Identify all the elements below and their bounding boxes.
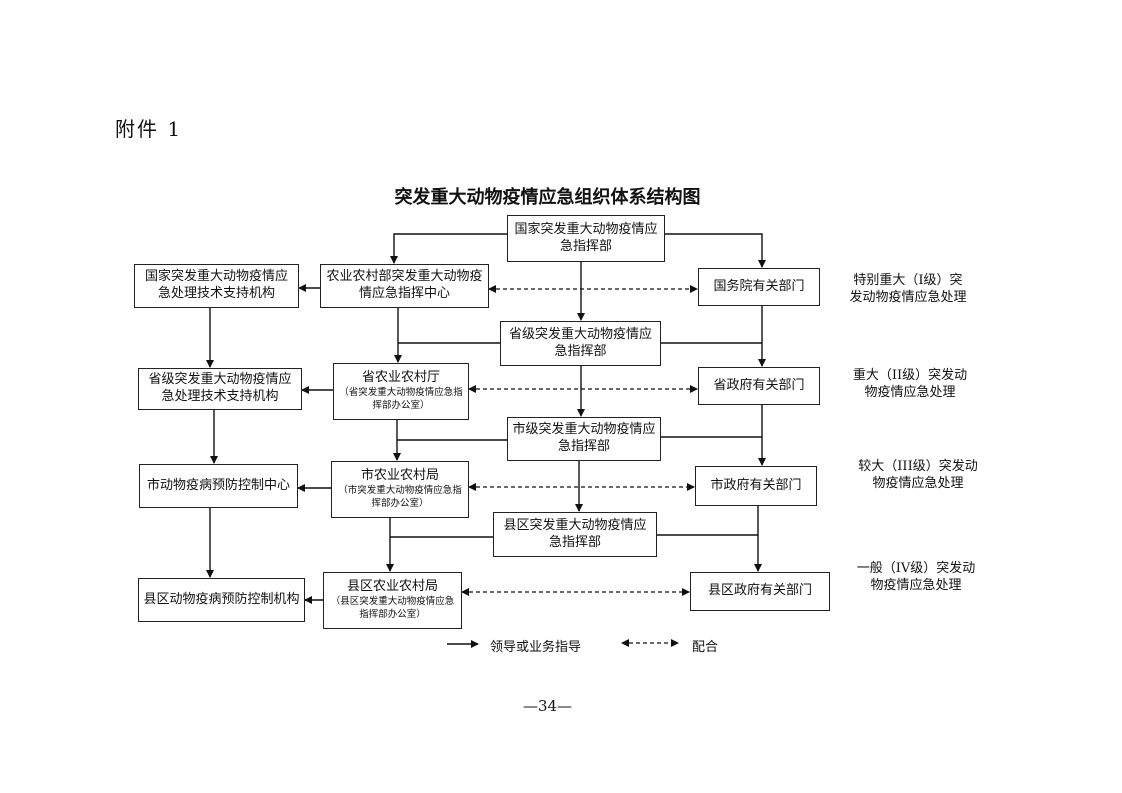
node-national-tech-label: 国家突发重大动物疫情应急处理技术支持机构 <box>144 269 288 301</box>
node-national-hq-label: 国家突发重大动物疫情应急指挥部 <box>514 221 658 254</box>
node-county-cdc-label: 县区动物疫病预防控制机构 <box>143 591 300 607</box>
diagram-title: 突发重大动物疫情应急组织体系结构图 <box>394 187 701 208</box>
node-county-agri-sub: （县区突发重大动物疫情应急指挥部办公室） <box>330 596 455 620</box>
node-county-gov-depts: 县区政府有关部门 <box>690 572 830 611</box>
node-city-hq: 市级突发重大动物疫情应急指挥部 <box>507 417 661 461</box>
edge-national-to-moa <box>390 233 507 264</box>
node-national-hq: 国家突发重大动物疫情应急指挥部 <box>507 215 665 262</box>
node-city-hq-label: 市级突发重大动物疫情应急指挥部 <box>512 422 656 454</box>
node-moa-center-label: 农业农村部突发重大动物疫情应急指挥中心 <box>326 269 483 301</box>
node-county-agri-label: 县区农业农村局 <box>346 579 438 595</box>
node-provincial-hq-label: 省级突发重大动物疫情应急指挥部 <box>508 326 652 359</box>
node-provincial-gov-depts-label: 省政府有关部门 <box>713 377 805 393</box>
level-4-label: 一般（IV级）突发动物疫情应急处理 <box>856 561 976 593</box>
node-city-agri-label: 市农业农村局 <box>360 468 439 484</box>
node-provincial-hq: 省级突发重大动物疫情应急指挥部 <box>500 321 661 366</box>
node-state-council-depts-label: 国务院有关部门 <box>713 278 805 294</box>
node-city-agri-sub: （市突发重大动物疫情应急指挥部办公室） <box>338 485 462 509</box>
node-provincial-tech-label: 省级突发重大动物疫情应急处理技术支持机构 <box>148 372 292 404</box>
node-city-cdc-label: 市动物疫病预防控制中心 <box>146 477 290 493</box>
node-city-gov-depts-label: 市政府有关部门 <box>710 477 802 493</box>
level-1-label: 特别重大（I级）突发动物疫情应急处理 <box>849 273 967 305</box>
node-city-gov-depts: 市政府有关部门 <box>695 466 817 506</box>
attachment-label: 附件 1 <box>115 117 183 141</box>
node-county-hq: 县区突发重大动物疫情应急指挥部 <box>493 512 657 557</box>
node-provincial-agri: 省农业农村厅 （省突发重大动物疫情应急指挥部办公室） <box>333 363 469 420</box>
node-national-tech: 国家突发重大动物疫情应急处理技术支持机构 <box>134 264 299 308</box>
page-number: —34— <box>522 697 573 715</box>
node-provincial-tech: 省级突发重大动物疫情应急处理技术支持机构 <box>138 368 302 410</box>
node-provincial-agri-label: 省农业农村厅 <box>361 370 440 386</box>
node-county-cdc: 县区动物疫病预防控制机构 <box>138 578 305 622</box>
node-state-council-depts: 国务院有关部门 <box>698 268 820 306</box>
node-provincial-agri-sub: （省突发重大动物疫情应急指挥部办公室） <box>339 387 463 411</box>
node-county-hq-label: 县区突发重大动物疫情应急指挥部 <box>503 517 647 550</box>
node-city-cdc: 市动物疫病预防控制中心 <box>139 464 298 508</box>
node-county-agri: 县区农业农村局 （县区突发重大动物疫情应急指挥部办公室） <box>323 572 462 629</box>
node-county-gov-depts-label: 县区政府有关部门 <box>707 583 812 599</box>
edge-national-to-statecouncil <box>665 233 766 268</box>
legend-lead-label: 领导或业务指导 <box>490 640 582 655</box>
node-moa-center: 农业农村部突发重大动物疫情应急指挥中心 <box>320 264 489 308</box>
node-provincial-gov-depts: 省政府有关部门 <box>698 367 820 405</box>
node-city-agri: 市农业农村局 （市突发重大动物疫情应急指挥部办公室） <box>331 461 469 518</box>
legend-coordinate-label: 配合 <box>692 640 719 655</box>
level-2-label: 重大（II级）突发动物疫情应急处理 <box>852 368 968 400</box>
level-3-label: 较大（III级）突发动物疫情应急处理 <box>858 459 978 491</box>
